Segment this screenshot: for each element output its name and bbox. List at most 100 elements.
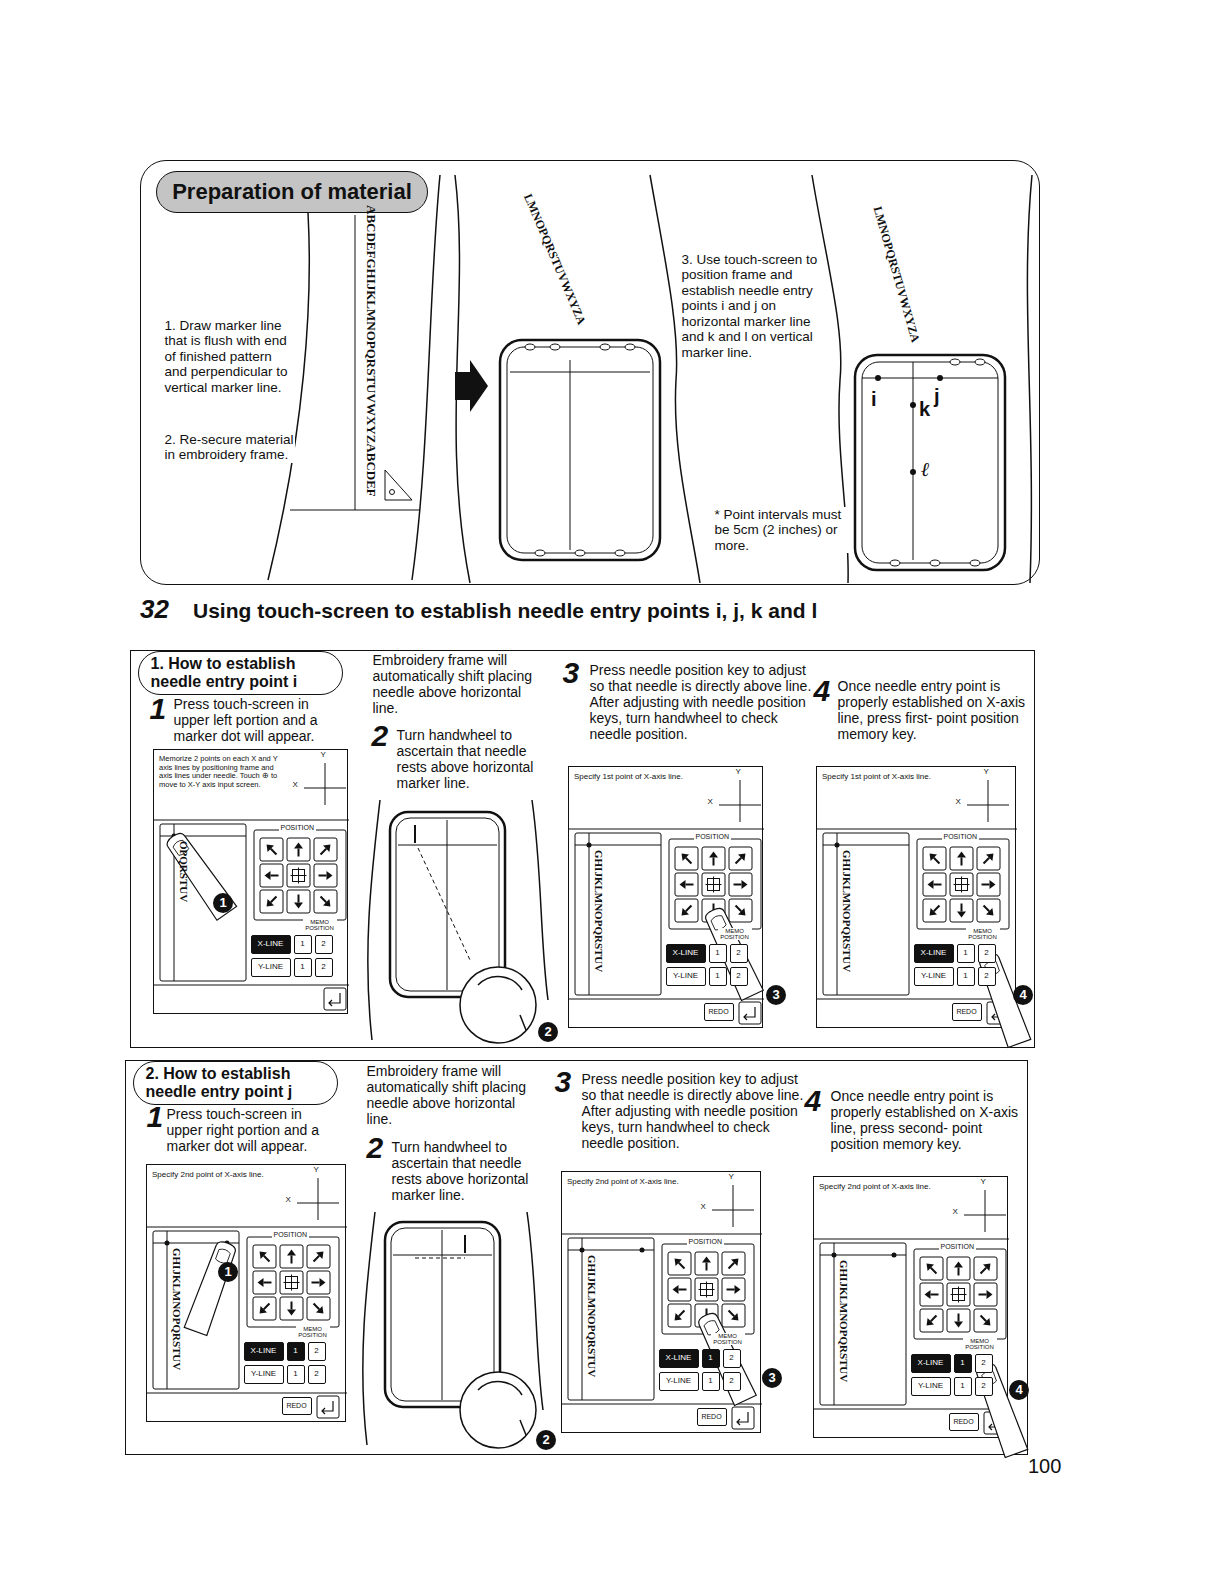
screen-button: 1 (957, 944, 975, 963)
button-label: Y-LINE (673, 972, 698, 980)
screen-graphic (264, 1256, 270, 1262)
screen-graphic (954, 1322, 963, 1328)
screen-graphic (961, 904, 963, 912)
screen-graphic (682, 908, 689, 915)
button-label: 2 (321, 963, 325, 971)
screen-button: X-LINE (244, 1342, 284, 1361)
screen-graphic (719, 805, 761, 806)
screen-graphic (260, 890, 283, 913)
screen-graphic (740, 780, 741, 822)
screen-graphic (675, 847, 698, 870)
button-label: 1 (708, 1377, 712, 1385)
screen-graphic (321, 897, 327, 903)
screen-graphic (153, 1231, 239, 1389)
button-label: X-LINE (251, 1347, 277, 1355)
screen-button: 2 (978, 944, 996, 963)
screen-graphic (814, 1239, 1009, 1240)
screen-button: 1 (294, 935, 312, 954)
screen-button: X-LINE (251, 935, 291, 954)
instruction-text: 3. Use touch-screen to position frame an… (682, 252, 824, 361)
step-number: 1 (150, 694, 167, 724)
callout-number: 2 (536, 1430, 556, 1450)
screen-button: 1 (287, 1342, 305, 1361)
button-label: Y-LINE (918, 1382, 943, 1390)
embroidery-frame-inner (396, 818, 499, 991)
frame-hole (625, 344, 635, 350)
screen-graphic (673, 1285, 679, 1294)
button-label: 2 (314, 1347, 318, 1355)
fabric-edge (363, 1212, 375, 1445)
button-label: 2 (736, 972, 740, 980)
screen-button: X-LINE (914, 944, 954, 963)
axis-letter: Y (321, 751, 326, 760)
button-label: X-LINE (666, 1354, 692, 1362)
button-label: X-LINE (673, 949, 699, 957)
screen-graphic (722, 1278, 745, 1301)
screen-button: 1 (702, 1372, 720, 1391)
screen-graphic (314, 838, 337, 861)
screen-graphic (977, 847, 1000, 870)
callout-number: 3 (766, 985, 786, 1005)
needle (414, 825, 416, 843)
callout-number: 4 (1013, 985, 1033, 1005)
callout-number: 4 (1009, 1380, 1029, 1400)
fabric-drawings (268, 175, 1032, 1448)
touch-screen: Specify 1st point of X-axis line.X-LINE1… (568, 766, 763, 1028)
point-letter: ℓ (921, 458, 930, 480)
screen-graphic (713, 877, 714, 893)
step-number: 1 (147, 1102, 164, 1132)
entry-point (910, 402, 916, 408)
frame-hole (575, 550, 585, 556)
screen-graphic (675, 873, 698, 896)
screen-graphic (984, 906, 990, 912)
screen-graphic (294, 903, 303, 909)
key-group-label: POSITION (694, 833, 731, 841)
screen-graphic (737, 1412, 748, 1425)
button-label: 2 (736, 949, 740, 957)
screen-button: 2 (315, 935, 333, 954)
screen-graphic (569, 999, 764, 1000)
screen-graphic (568, 1238, 654, 1400)
screen-graphic (934, 884, 942, 886)
screen-graphic (679, 1263, 685, 1269)
screen-graphic (961, 858, 963, 866)
screen-graphic (709, 852, 718, 858)
instruction-text: Turn handwheel to ascertain that needle … (397, 727, 552, 791)
button-label: 1 (963, 949, 967, 957)
screen-graphic (675, 1259, 682, 1266)
button-label: 2 (981, 1382, 985, 1390)
screen-graphic (934, 858, 940, 864)
handwheel-detail (478, 1382, 526, 1435)
screen-graphic (314, 890, 337, 913)
screen-graphic (925, 1290, 931, 1299)
screen-graphic (914, 1249, 1006, 1339)
screen-graphic (954, 1262, 963, 1268)
screen-graphic (977, 899, 1000, 922)
instruction-text: Once needle entry point is properly esta… (831, 1088, 1021, 1152)
screen-graphic (729, 847, 752, 870)
screen-graphic (931, 1268, 937, 1274)
key-group-label: MEMO POSITION (303, 919, 337, 931)
screen-graphic (298, 868, 299, 884)
screen-graphic (695, 1252, 718, 1275)
screen-button: X-LINE (666, 944, 706, 963)
screen-graphic (686, 884, 694, 886)
screen-message: Specify 1st point of X-axis line. (822, 772, 940, 781)
frame-hole (550, 344, 560, 350)
finger (695, 1310, 756, 1405)
screen-graphic (147, 1227, 347, 1228)
screen-graphic (983, 1318, 990, 1325)
button-label: 1 (963, 972, 967, 980)
screen-graphic (298, 895, 300, 903)
touch-screen: Specify 2nd point of X-axis line.X-LINE1… (561, 1171, 761, 1433)
screen-graphic (267, 845, 274, 852)
touch-screen: Specify 1st point of X-axis line. X-LINE 1… (816, 766, 1016, 1028)
embroidery-frame-inner (507, 347, 653, 553)
screen-graphic (731, 1313, 738, 1320)
screen-graphic (167, 1231, 168, 1389)
screen-graphic (280, 1245, 303, 1268)
screen-graphic (304, 788, 346, 789)
screen-button: Y-LINE (666, 967, 706, 986)
screen-button: 1 (709, 967, 727, 986)
marker-line (862, 362, 998, 560)
